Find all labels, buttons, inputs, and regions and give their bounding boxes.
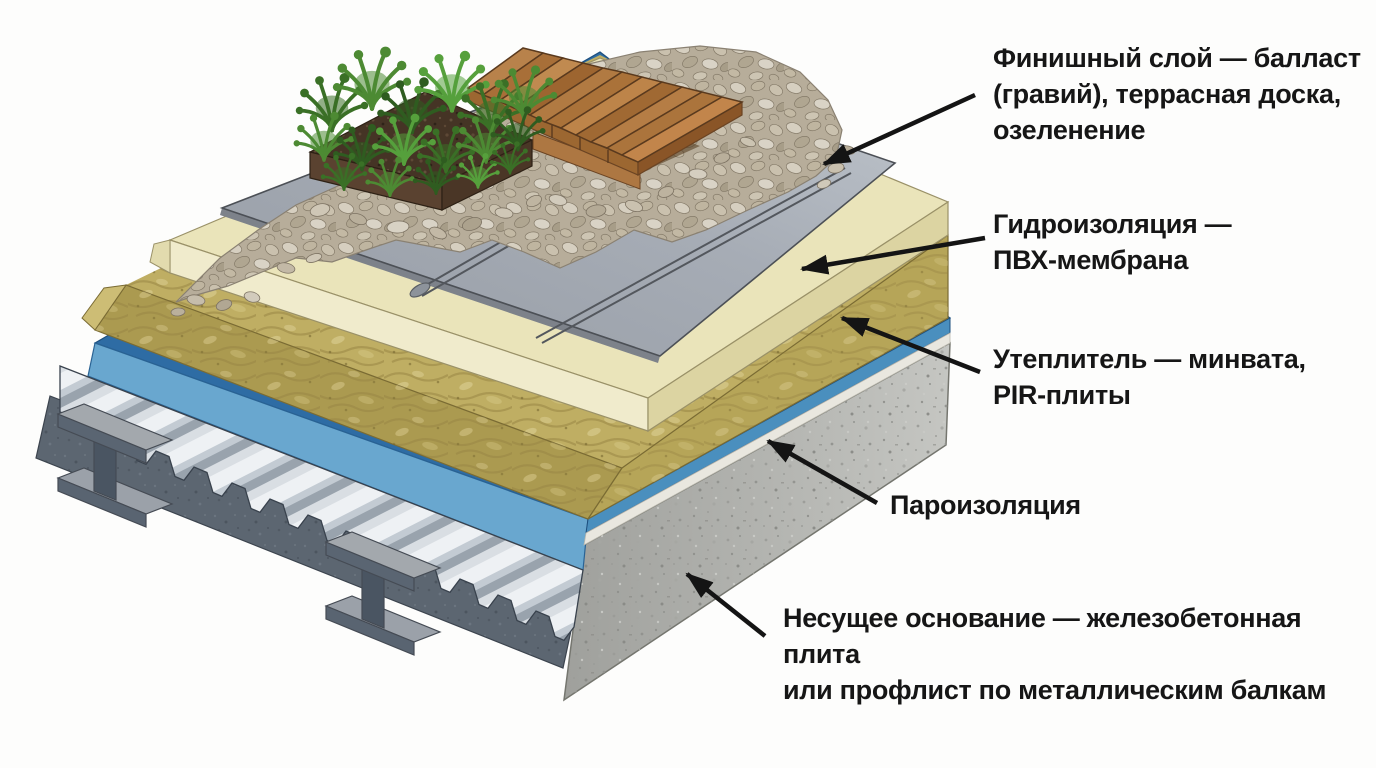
arrow-load-bearing-base — [685, 572, 767, 638]
separation-film — [583, 332, 951, 546]
label-load-bearing-base: Несущее основание — железобетонная плита… — [783, 603, 1327, 705]
label-finish-layer: Финишный слой — балласт (гравий), террас… — [993, 43, 1361, 145]
steel-deck-ribs — [59, 365, 584, 642]
arrow-finish-layer — [822, 92, 976, 167]
label-insulation: Утеплитель — минвата, PIR-плиты — [993, 344, 1306, 410]
arrow-waterproofing — [800, 235, 986, 275]
arrow-insulation — [840, 315, 981, 375]
membrane-weld-roll — [409, 282, 431, 298]
label-waterproofing: Гидроизоляция — ПВХ-мембрана — [993, 209, 1232, 275]
profiled-steel-deck — [35, 365, 584, 669]
scattered-pebbles — [170, 136, 856, 317]
label-vapor-barrier: Пароизоляция — [890, 490, 1081, 520]
arrow-vapor-barrier — [766, 439, 879, 505]
